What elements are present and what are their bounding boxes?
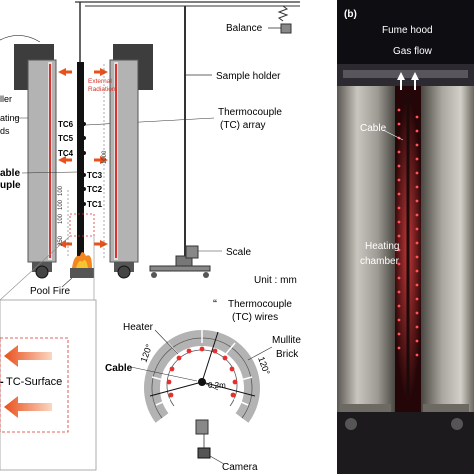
pool-fire-label: Pool Fire [30, 286, 70, 297]
tc4-label: TC4 [58, 149, 74, 158]
tc2-label: TC2 [87, 185, 103, 194]
right-wheel [117, 265, 131, 279]
heating-rods-label-1: ating [0, 113, 20, 123]
photo-cable-label: Cable [360, 123, 387, 134]
pool-fire-pan [70, 268, 94, 278]
radius-label: 0.2m [208, 381, 226, 390]
photo-drawing [337, 0, 474, 474]
tc-points [82, 122, 86, 206]
tc1-label: TC1 [87, 200, 103, 209]
tc-wires-quote: “ [213, 297, 217, 311]
photo-left-chamber [337, 86, 395, 412]
mullite-label-2: Brick [276, 349, 299, 360]
left-wheel [35, 265, 49, 279]
scale-base [149, 265, 211, 272]
photo-heating-chamber-label-1: Heating [365, 241, 400, 252]
photo-heating-chamber-label-2: chamber [360, 256, 399, 267]
tc-array-label-2: (TC) array [220, 120, 266, 131]
sample-holder-label: Sample holder [216, 71, 281, 82]
inset-radiation-arrow-top [4, 345, 52, 367]
inset-tc-surface-label: TC-Surface [6, 376, 62, 388]
dim-100-b: 100 [58, 199, 64, 210]
inset-prefix: - [0, 376, 4, 388]
balance-box [280, 23, 292, 34]
dim-250: 250 [58, 235, 64, 246]
camera-body [197, 447, 211, 459]
dim-100-a: 100 [58, 185, 64, 196]
angle-right-label: 120° [256, 355, 272, 376]
balance-label: Balance [226, 23, 263, 34]
tc-array-label-1: Thermocouple [218, 107, 282, 118]
tc5-label: TC5 [58, 134, 74, 143]
cable-cut-label-1: able [0, 168, 20, 179]
tc6-label: TC6 [58, 120, 74, 129]
heater-cut-label: ller [0, 94, 12, 104]
inset-panel [0, 299, 97, 471]
photo-fume-hood-label: Fume hood [382, 25, 433, 36]
experiment-photo: (b) Fume hood Gas flow Cable Heating cha… [337, 0, 474, 474]
inset-radiation-arrow-bottom [4, 396, 52, 418]
photo-panel-label: (b) [344, 9, 357, 20]
tc-wires-label-1: Thermocouple [228, 299, 292, 310]
cable-cut-label-2: uple [0, 180, 21, 191]
cable-sample [77, 62, 84, 258]
photo-right-chamber [421, 86, 474, 412]
scale-label: Scale [226, 247, 251, 258]
mullite-label-1: Mullite [272, 335, 301, 346]
dim-1000: 1000 [102, 150, 108, 164]
tc-wires-label-2: (TC) wires [232, 312, 278, 323]
photo-heater-glow [397, 108, 419, 357]
external-radiation-label-1: External [88, 78, 112, 85]
tc3-label: TC3 [87, 171, 103, 180]
gas-flow-arrows [397, 72, 419, 90]
dim-100-c: 100 [58, 213, 64, 224]
inset-source-box [69, 213, 95, 237]
heater-label: Heater [123, 322, 154, 333]
scale-box [185, 245, 199, 259]
external-radiation-label-2: Radiation [88, 86, 116, 93]
unit-label: Unit : mm [254, 275, 297, 286]
cross-section [144, 327, 260, 459]
heating-rods-label-2: ds [0, 126, 10, 136]
cross-section-cable-label: Cable [105, 363, 133, 374]
photo-gas-flow-label: Gas flow [393, 46, 432, 57]
camera-label: Camera [222, 462, 258, 473]
